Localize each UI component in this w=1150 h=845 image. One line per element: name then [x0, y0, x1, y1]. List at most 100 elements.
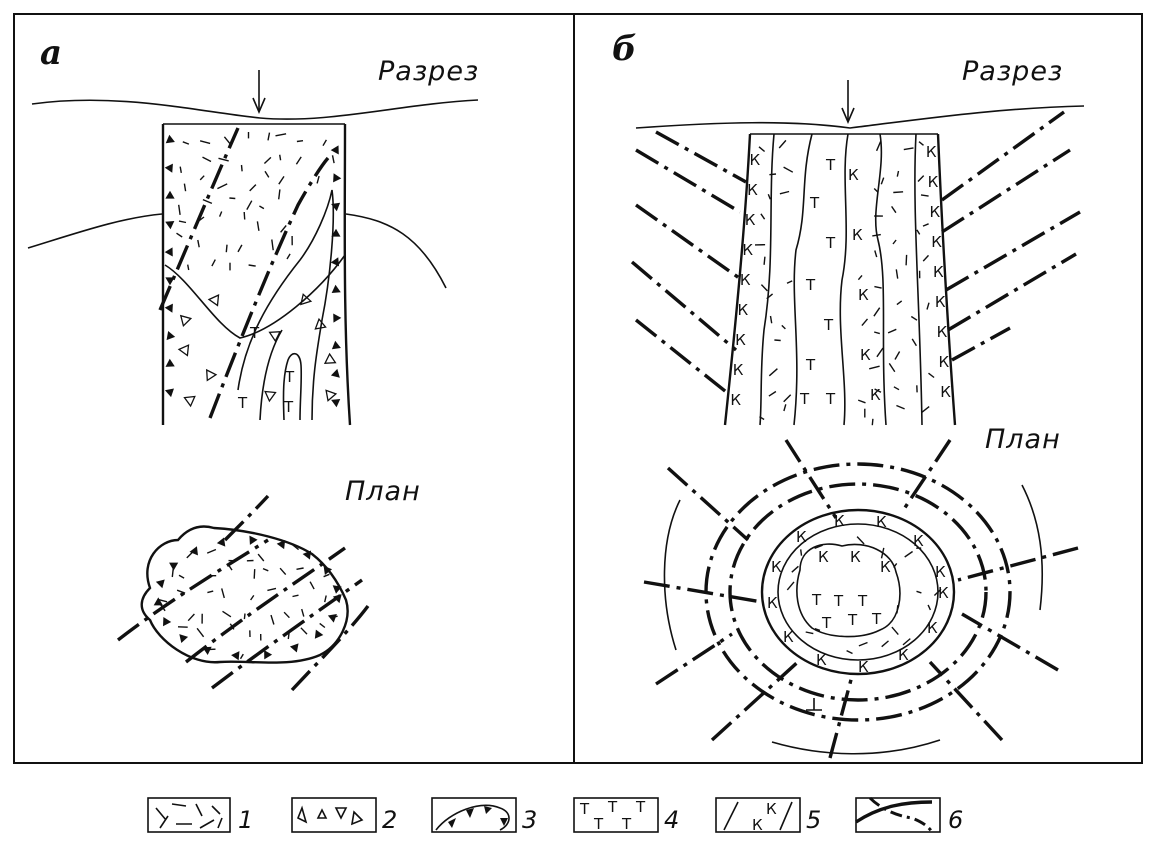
fill-dash	[279, 154, 282, 161]
pipe-a-dash-fill	[176, 132, 335, 271]
filled-triangle	[289, 643, 299, 653]
fill-dash	[814, 544, 823, 550]
zone-boundary-4	[874, 133, 887, 426]
fill-dash	[229, 623, 235, 630]
zone-boundary-3	[839, 133, 849, 426]
down-arrow-icon	[252, 70, 266, 115]
legend-t-symbol: Т	[593, 815, 604, 833]
filled-triangle	[249, 535, 258, 545]
legend-t-symbol: Т	[635, 798, 646, 816]
fill-dash	[769, 315, 773, 324]
fill-dash	[223, 136, 232, 145]
k-symbol: К	[740, 271, 751, 289]
open-triangle	[179, 314, 193, 328]
filled-triangle	[323, 565, 333, 576]
fill-dash	[176, 232, 183, 238]
zone-boundary-1	[759, 133, 775, 426]
k-symbol: К	[937, 323, 948, 341]
filled-triangle	[330, 368, 340, 378]
fill-dash	[270, 614, 275, 625]
k-symbol: К	[926, 143, 937, 161]
figure-frame	[13, 13, 1143, 764]
k-symbol: К	[928, 173, 939, 191]
filled-triangle	[164, 163, 173, 173]
filled-triangle	[164, 303, 173, 313]
fill-dash	[199, 175, 205, 181]
t-symbol: Т	[237, 394, 248, 412]
k-symbol: К	[852, 226, 863, 244]
filled-triangle	[165, 190, 175, 199]
k-symbol: К	[927, 619, 938, 637]
filled-triangle	[165, 220, 175, 230]
section-b-fault-r2	[941, 148, 1071, 234]
fill-dash	[301, 608, 305, 617]
fill-dash	[316, 175, 320, 184]
t-symbol: Т	[821, 614, 832, 632]
filled-triangle	[164, 388, 174, 398]
fill-dash	[928, 372, 935, 379]
fill-dash	[857, 274, 863, 281]
t-symbol: Т	[833, 592, 844, 610]
filled-triangle	[202, 646, 212, 655]
fill-dash	[227, 563, 233, 571]
fill-dash	[176, 589, 186, 594]
open-triangle	[323, 352, 337, 365]
panel-b-plan-caption: План	[985, 424, 1061, 455]
k-symbol: К	[796, 528, 807, 546]
fill-dash	[858, 641, 868, 647]
fill-dash	[319, 622, 326, 629]
fill-dash	[888, 363, 896, 373]
breccia-contact-line	[164, 254, 346, 339]
k-symbol: К	[767, 594, 778, 612]
fill-dash	[221, 588, 225, 599]
filled-triangle	[331, 398, 341, 408]
k-symbol: К	[730, 391, 741, 409]
fill-dash	[206, 548, 217, 554]
fill-dash	[271, 239, 274, 251]
filled-triangle	[189, 546, 198, 556]
plan-b-dip-mark	[806, 698, 822, 711]
fill-dash	[183, 183, 187, 192]
section-b-fault-r3	[945, 210, 1081, 292]
fill-dash	[322, 139, 328, 147]
t-symbol: Т	[809, 194, 820, 212]
fill-dash	[196, 627, 205, 638]
fill-dash	[187, 613, 195, 622]
fill-dash	[778, 139, 787, 149]
fill-dash	[783, 404, 787, 412]
t-symbol: Т	[825, 234, 836, 252]
fill-dash	[257, 553, 265, 562]
legend-item-2: 2	[291, 797, 397, 834]
pipe-a-filled-triangles	[164, 134, 342, 408]
legend-number-2: 2	[382, 806, 397, 834]
fill-dash	[225, 244, 228, 253]
zone-boundary-5	[914, 133, 923, 426]
fill-dash	[902, 638, 911, 646]
pipe-a-right-wall	[343, 123, 352, 426]
open-triangle	[183, 395, 196, 408]
fill-dash	[766, 293, 774, 300]
k-symbol: К	[931, 233, 942, 251]
k-symbol: К	[848, 166, 859, 184]
filled-triangle	[331, 284, 341, 294]
fill-dash	[920, 194, 929, 197]
k-symbol: К	[935, 563, 946, 581]
fill-dash	[896, 300, 903, 306]
fill-dash	[903, 147, 914, 151]
fill-dash	[182, 141, 190, 145]
open-triangle	[207, 294, 220, 307]
filled-triangle	[333, 173, 342, 183]
pipe-a-open-triangles	[177, 293, 338, 408]
plan-a-fault-1	[116, 538, 269, 642]
pipe-b-dash-fill	[754, 139, 935, 426]
fill-dash	[874, 250, 878, 258]
fill-dash	[894, 351, 901, 360]
filled-triangle	[179, 634, 189, 644]
filled-triangle	[331, 340, 341, 350]
panel-a-plan-caption: План	[345, 476, 421, 507]
fill-dash	[891, 206, 897, 214]
open-triangle	[264, 390, 277, 403]
fill-dash	[264, 170, 270, 178]
plan-a-fault-4	[290, 604, 370, 692]
